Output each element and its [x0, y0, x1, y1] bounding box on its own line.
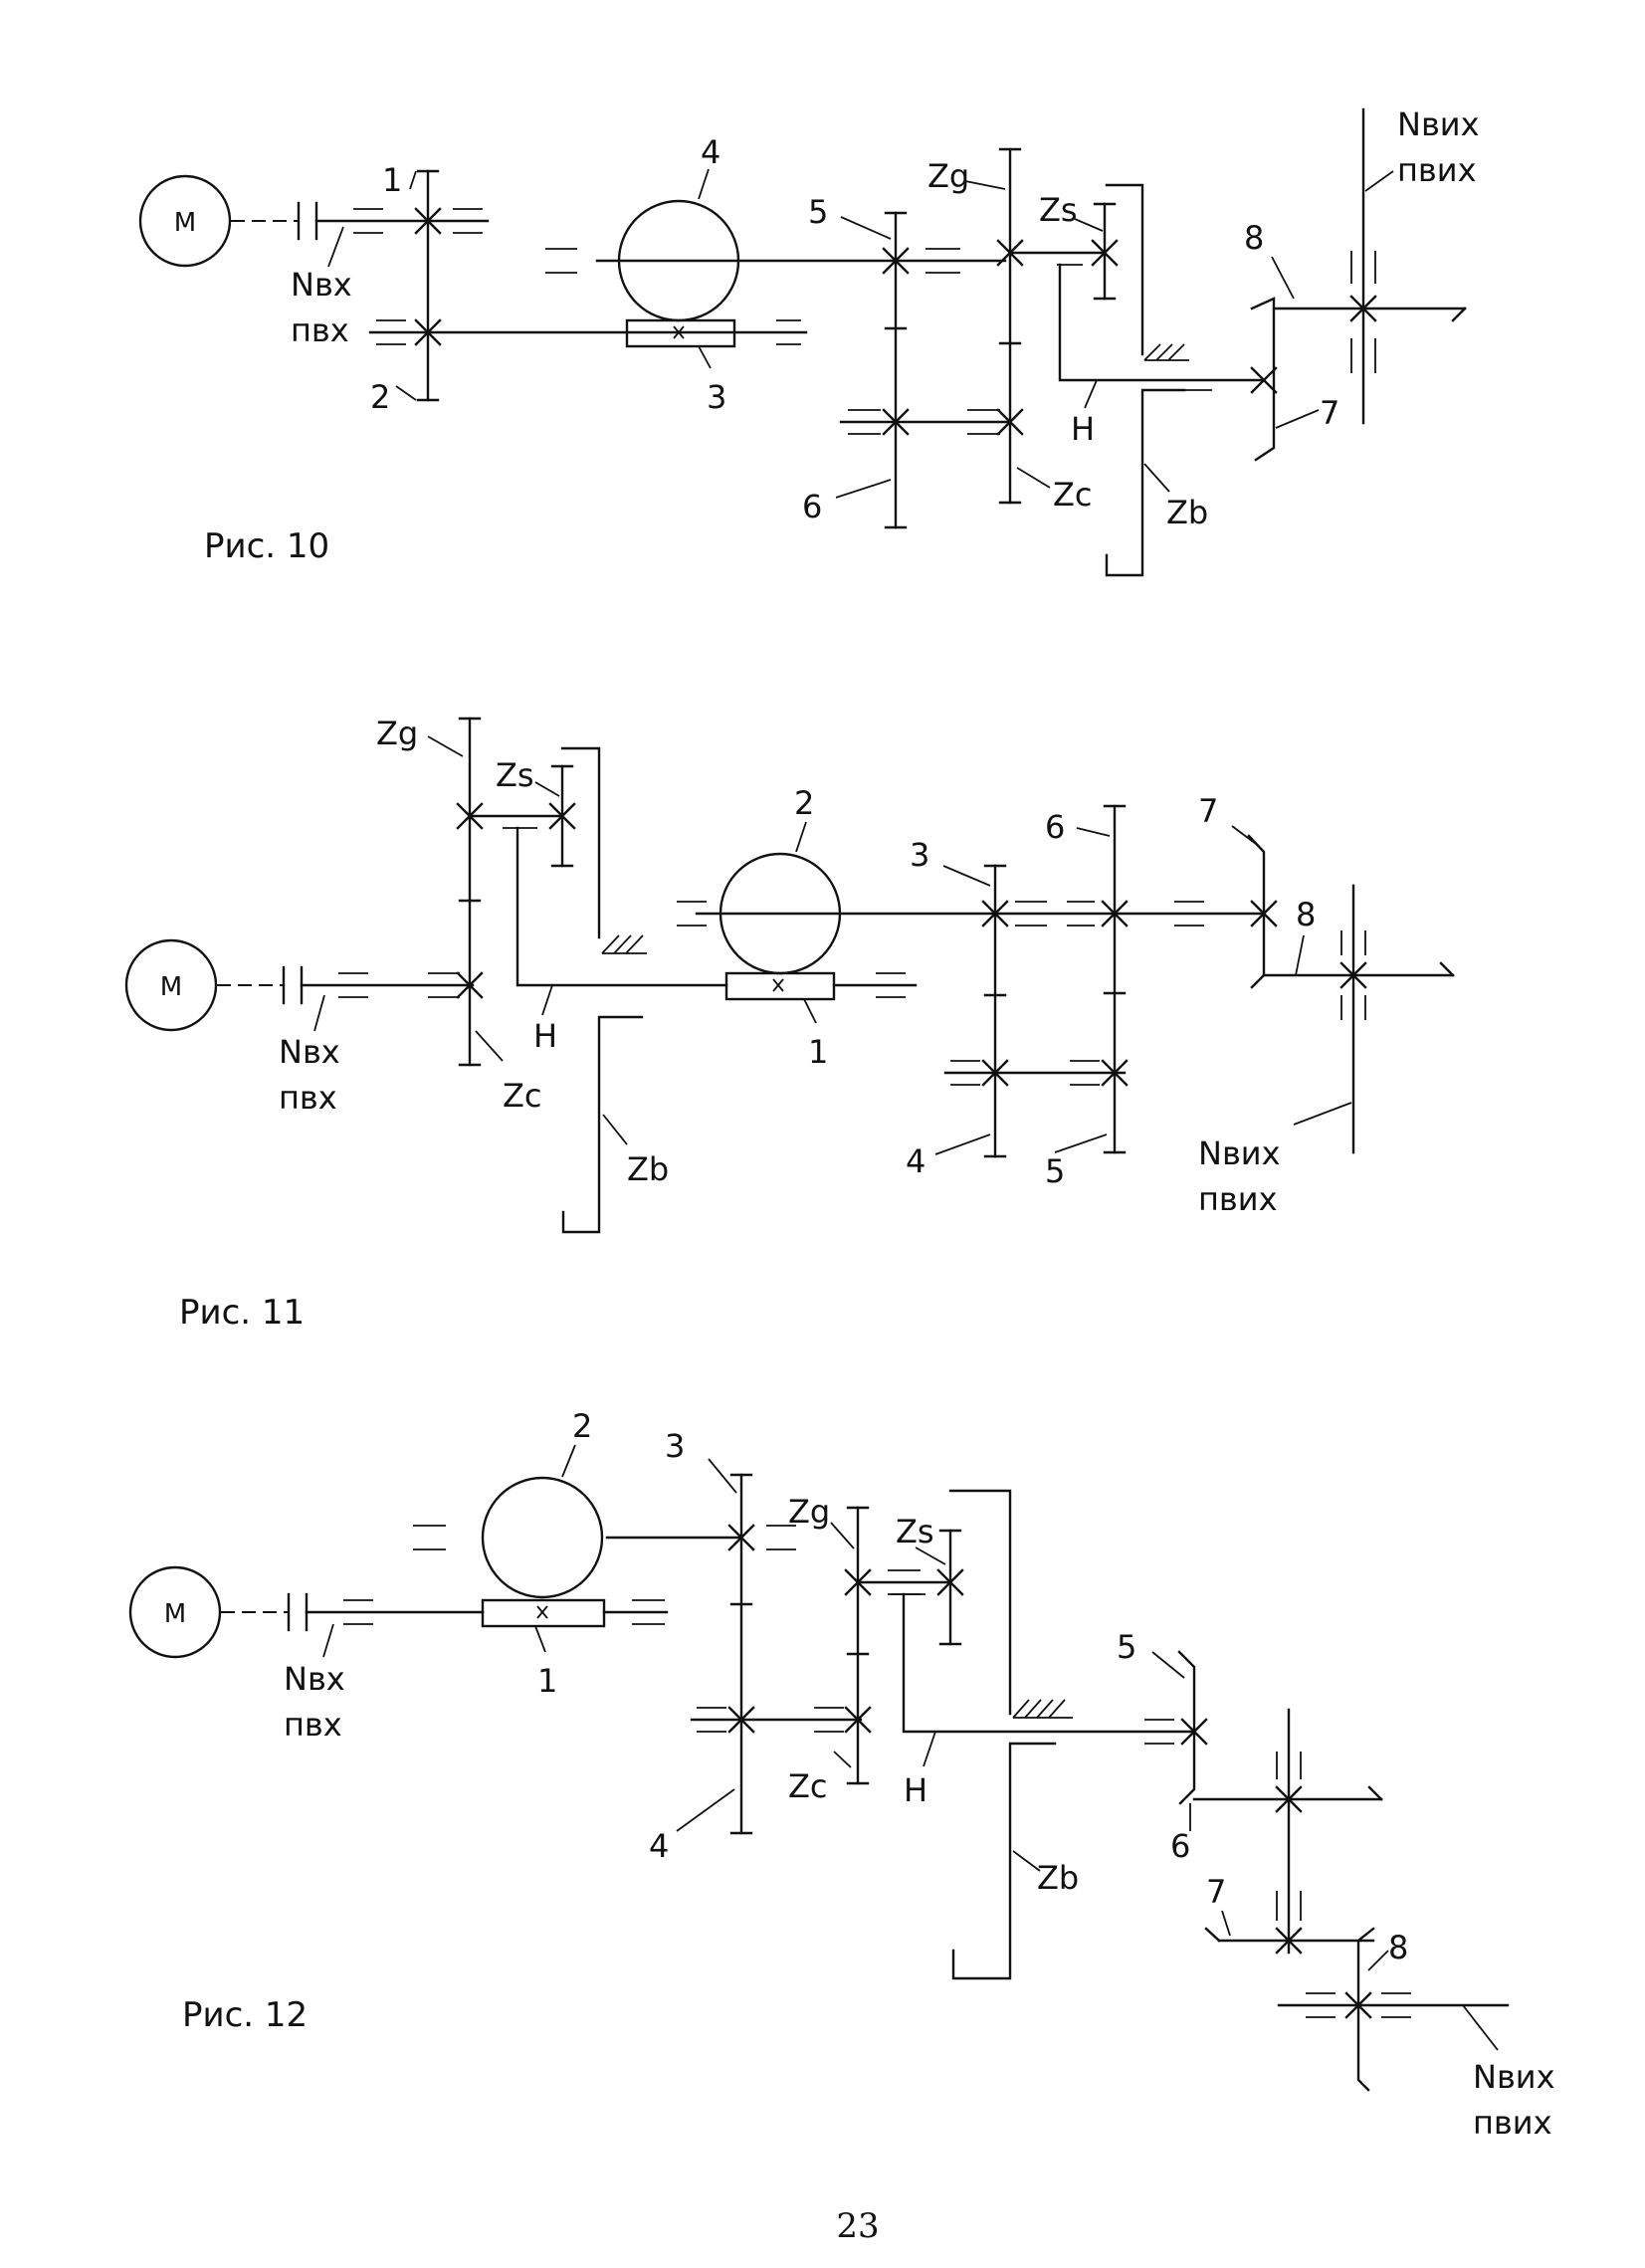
- gear-8-label: 8: [1296, 896, 1316, 933]
- gear-zb-label: Zb: [1166, 494, 1208, 531]
- bevel-gear-5: [1177, 1650, 1196, 1805]
- ring-gear-zb: [948, 1489, 1012, 1716]
- output-power-label-fig10: Nвих: [1397, 105, 1480, 143]
- gear-zs-label: Zs: [496, 756, 534, 794]
- wheel-2-label: 2: [572, 1407, 592, 1445]
- input-power-label: Nвх: [279, 1033, 340, 1071]
- figure-10: M Nвх пвх 1 2 3 4: [138, 105, 1480, 577]
- motor-icon: [138, 174, 232, 268]
- gear-zc-label: Zc: [1053, 476, 1093, 514]
- gear-zs-label: Zs: [896, 1513, 934, 1550]
- gear-7-label: 7: [1320, 394, 1339, 432]
- gear-zb-label: Zb: [1037, 1859, 1079, 1897]
- figure-11-caption: Рис. 11: [179, 1293, 305, 1333]
- figure-12: M Nвх пвх 1 2 3 4: [128, 1407, 1555, 2142]
- gear-6-label: 6: [802, 488, 822, 525]
- carrier-h: [902, 1592, 1196, 1734]
- motor-icon: [124, 938, 218, 1032]
- output-speed-label-fig11: пвих: [1198, 1180, 1278, 1218]
- worm-1-label: 1: [808, 1033, 828, 1071]
- gear-4-label: 4: [906, 1142, 925, 1180]
- motor-label: M: [174, 208, 196, 238]
- worm-3-label: 3: [707, 378, 726, 416]
- gear-3-label: 3: [910, 836, 929, 874]
- carrier-h-label: H: [1071, 410, 1095, 448]
- motor-label: M: [164, 1599, 186, 1629]
- gear-zg-label: Zg: [927, 157, 969, 195]
- output-speed-label-fig12: пвих: [1473, 2104, 1552, 2142]
- wheel-2-label: 2: [794, 784, 814, 822]
- ring-gear-zb: [560, 746, 601, 939]
- gear-zs-label: Zs: [1039, 191, 1078, 229]
- bevel-gear-7: [1250, 297, 1276, 462]
- wheel-4-label: 4: [701, 133, 720, 171]
- output-power-label-fig12: Nвих: [1473, 2058, 1555, 2096]
- figure-10-caption: Рис. 10: [204, 526, 329, 566]
- gear-5-label: 5: [1117, 1628, 1136, 1666]
- gear-7-label: 7: [1198, 792, 1218, 830]
- carrier-h-label: H: [904, 1771, 927, 1809]
- gear-5-label: 5: [808, 193, 828, 231]
- gear-zc-label: Zc: [788, 1767, 828, 1805]
- gear-6-label: 6: [1045, 808, 1065, 846]
- output-speed-label-fig10: пвих: [1397, 151, 1477, 189]
- motor-label: M: [160, 972, 182, 1002]
- gear-8-label: 8: [1388, 1929, 1408, 1966]
- input-speed-label: пвх: [291, 311, 349, 349]
- gear-1-label: 1: [382, 161, 402, 199]
- worm-wheel-2: [481, 1476, 604, 1599]
- gear-2-label: 2: [370, 378, 390, 416]
- gear-3-label: 3: [665, 1427, 685, 1465]
- gear-zg-label: Zg: [788, 1493, 830, 1531]
- motor-icon: [128, 1565, 222, 1659]
- worm-1-label: 1: [537, 1662, 557, 1700]
- gear-7-label: 7: [1206, 1873, 1226, 1911]
- output-power-label-fig11: Nвих: [1198, 1134, 1281, 1172]
- figure-11: M Nвх пвх Zg Zc Zs H: [124, 715, 1455, 1333]
- gear-zb-label: Zb: [627, 1150, 669, 1188]
- input-power-label: Nвх: [291, 266, 352, 304]
- gear-4-label: 4: [649, 1827, 669, 1865]
- bevel-gear-8: [1356, 1927, 1375, 2092]
- gear-zg-label: Zg: [376, 715, 418, 752]
- gear-8-label: 8: [1244, 219, 1264, 257]
- figure-12-caption: Рис. 12: [182, 1995, 308, 2035]
- gear-zc-label: Zc: [503, 1077, 542, 1115]
- carrier-h-label: H: [533, 1017, 557, 1055]
- input-speed-label: пвх: [279, 1079, 337, 1117]
- input-power-label: Nвх: [284, 1660, 345, 1698]
- gear-5-label: 5: [1045, 1152, 1065, 1190]
- gear-6-label: 6: [1170, 1827, 1190, 1865]
- carrier-h: [1058, 263, 1264, 382]
- ring-gear-zb: [1105, 183, 1144, 356]
- carrier-h: [515, 826, 728, 987]
- page-number: 23: [836, 2206, 879, 2246]
- input-speed-label: пвх: [284, 1706, 342, 1744]
